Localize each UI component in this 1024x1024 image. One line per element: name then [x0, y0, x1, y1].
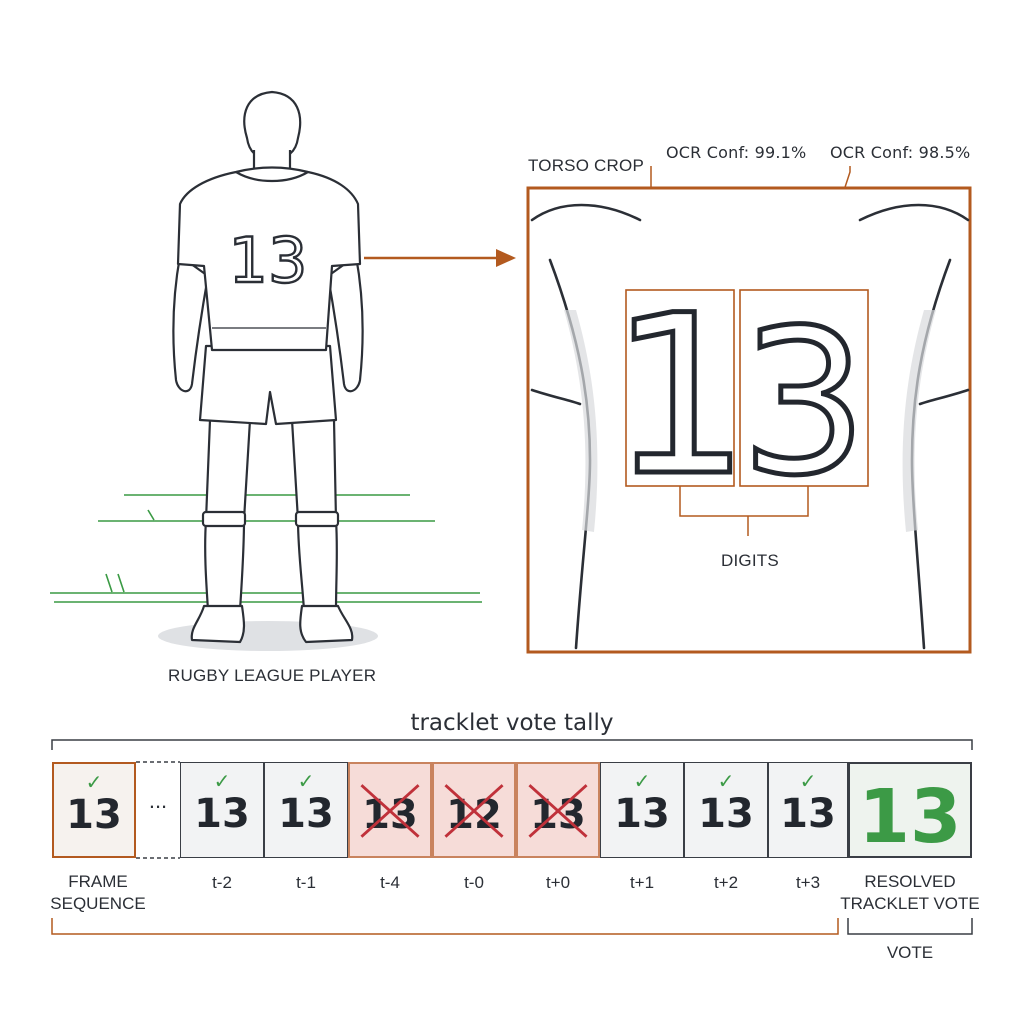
torso-crop-title: TORSO CROP: [528, 156, 644, 175]
frame-value: 13: [614, 791, 670, 837]
digit-2: 3: [740, 287, 867, 520]
torso-crop-panel: 1 3: [526, 166, 972, 654]
reject-x-icon: [444, 784, 504, 838]
tick-label: t+0: [545, 873, 571, 892]
frame-value: 13: [362, 792, 418, 838]
reject-x-icon: [360, 784, 420, 838]
tick-label: t-0: [464, 873, 484, 892]
tick-label: t-4: [380, 873, 400, 892]
frame-cell-3: 13: [348, 762, 432, 858]
frame-value: 13: [66, 792, 122, 838]
field-lines: [50, 494, 482, 603]
frame-cell-5: 13: [516, 762, 600, 858]
check-icon: ✓: [297, 771, 315, 793]
tick-label: t+3: [795, 873, 821, 892]
check-icon: ✓: [85, 772, 103, 794]
frame-cell-6: ✓ 13: [600, 762, 684, 858]
jersey-number: 13: [229, 224, 308, 297]
crop-arrow: [364, 249, 516, 267]
check-icon: ✓: [717, 771, 735, 793]
digit-box-2: [739, 289, 869, 487]
frame-sequence-label: FRAME SEQUENCE: [50, 872, 146, 913]
sequence-ellipsis: ...: [148, 788, 168, 813]
check-icon: ✓: [799, 771, 817, 793]
tick-label: t-2: [212, 873, 232, 892]
tally-title: tracklet vote tally: [410, 710, 614, 736]
frame-cell-4: 12: [432, 762, 516, 858]
reject-x-icon: [528, 784, 588, 838]
ocr-confidence-digit-2: OCR Conf: 98.5%: [830, 143, 971, 162]
check-icon: ✓: [213, 771, 231, 793]
player-illustration: 13: [50, 90, 482, 651]
frame-value: 13: [194, 791, 250, 837]
frame-value: 13: [698, 791, 754, 837]
digits-label: DIGITS: [721, 551, 779, 570]
frame-value: 13: [530, 792, 586, 838]
check-icon: ✓: [633, 771, 651, 793]
player-label: RUGBY LEAGUE PLAYER: [168, 666, 377, 685]
frame-value: 13: [780, 791, 836, 837]
vote-footer-label: VOTE: [886, 943, 934, 962]
frame-cell-8: ✓ 13: [768, 762, 848, 858]
frame-cell-0: ✓ 13: [52, 762, 136, 858]
frame-value: 12: [446, 792, 502, 838]
resolved-vote-cell: 13: [848, 762, 972, 860]
tick-label: t-1: [296, 873, 316, 892]
frame-cell-2: ✓ 13: [264, 762, 348, 858]
resolved-vote-label: RESOLVED TRACKLET VOTE: [840, 872, 980, 913]
tally-brackets: [51, 739, 973, 935]
tick-label: t+1: [629, 873, 655, 892]
ocr-confidence-digit-1: OCR Conf: 99.1%: [666, 143, 807, 162]
frame-cell-7: ✓ 13: [684, 762, 768, 858]
digit-1: 1: [610, 268, 750, 524]
frame-value: 13: [278, 791, 334, 837]
tick-label: t+2: [713, 873, 739, 892]
frame-cell-1: ✓ 13: [180, 762, 264, 858]
crop-frame: [526, 186, 972, 654]
resolved-vote-value: 13: [858, 774, 962, 860]
